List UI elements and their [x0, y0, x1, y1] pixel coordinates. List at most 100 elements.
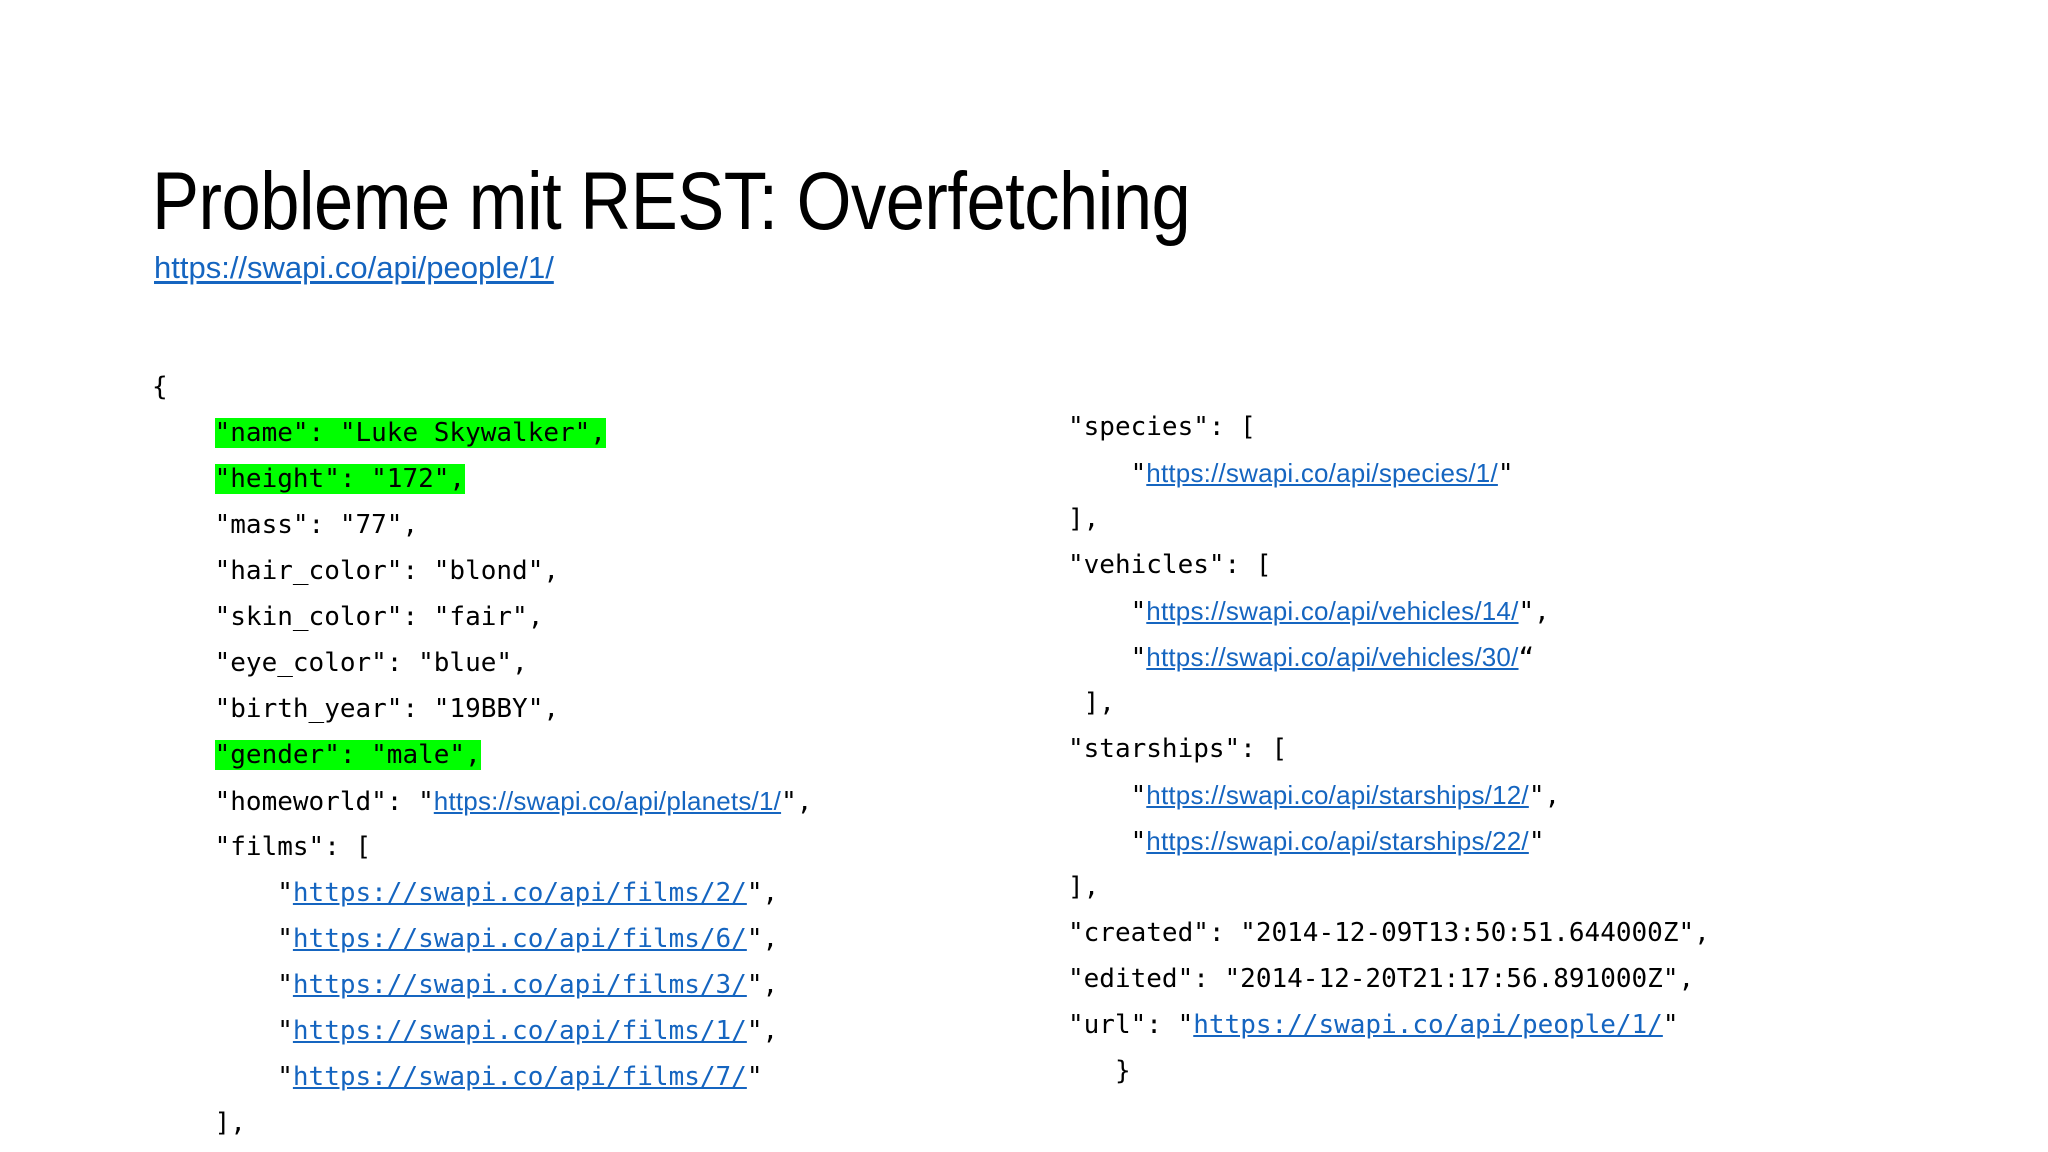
code-punctuation: " — [1528, 827, 1545, 857]
code-text: ], — [1068, 688, 1115, 718]
code-punctuation: " — [277, 878, 293, 908]
code-line: "created": "2014-12-09T13:50:51.644000Z"… — [1068, 910, 1710, 956]
json-value-link[interactable]: https://swapi.co/api/species/1/ — [1146, 458, 1498, 488]
code-line: { — [152, 364, 812, 410]
code-text: "starships": [ — [1068, 734, 1288, 764]
json-value-link[interactable]: https://swapi.co/api/starships/22/ — [1146, 826, 1529, 856]
code-text: "https://swapi.co/api/vehicles/30/“ — [1130, 642, 1535, 673]
code-text: "https://swapi.co/api/films/6/", — [277, 924, 778, 954]
json-value-link[interactable]: https://swapi.co/api/films/6/ — [292, 924, 747, 954]
code-line: ], — [152, 1100, 812, 1146]
code-line: "hair_color": "blond", — [152, 548, 812, 594]
code-punctuation: " — [1130, 459, 1147, 489]
json-code-right-column: "species": [ "https://swapi.co/api/speci… — [1068, 404, 1710, 1094]
code-line: "eye_color": "blue", — [152, 640, 812, 686]
code-line: "starships": [ — [1068, 726, 1710, 772]
code-punctuation: ", — [1528, 781, 1561, 811]
code-line: "https://swapi.co/api/films/3/", — [152, 962, 812, 1008]
code-line: "https://swapi.co/api/starships/12/", — [1068, 772, 1710, 818]
json-value-link[interactable]: https://swapi.co/api/starships/12/ — [1146, 780, 1529, 810]
json-value-link[interactable]: https://swapi.co/api/vehicles/14/ — [1146, 596, 1519, 626]
code-line: } — [1068, 1048, 1710, 1094]
code-text: "eye_color": "blue", — [214, 648, 528, 678]
code-line: "edited": "2014-12-20T21:17:56.891000Z", — [1068, 956, 1710, 1002]
json-code-left-column: { "name": "Luke Skywalker", "height": "1… — [152, 364, 812, 1146]
code-punctuation: " — [746, 1062, 763, 1092]
code-text: "skin_color": "fair", — [214, 602, 544, 632]
code-punctuation: " — [277, 1062, 293, 1092]
code-line: "https://swapi.co/api/films/1/", — [152, 1008, 812, 1054]
code-punctuation: ", — [746, 1016, 779, 1046]
code-punctuation: " — [1662, 1010, 1679, 1040]
code-line: "species": [ — [1068, 404, 1710, 450]
code-punctuation: " — [277, 1016, 293, 1046]
json-value-link[interactable]: https://swapi.co/api/vehicles/30/ — [1146, 642, 1519, 672]
code-punctuation: " — [277, 924, 293, 954]
page-title: Probleme mit REST: Overfetching — [152, 155, 1191, 247]
code-punctuation: "homeworld": " — [214, 787, 434, 817]
code-text: ], — [1068, 504, 1100, 534]
code-line: "homeworld": "https://swapi.co/api/plane… — [152, 778, 813, 824]
code-text: "vehicles": [ — [1068, 550, 1272, 580]
code-text: "edited": "2014-12-20T21:17:56.891000Z", — [1068, 964, 1695, 994]
code-text: "https://swapi.co/api/vehicles/14/", — [1130, 596, 1550, 627]
json-value-link[interactable]: https://swapi.co/api/planets/1/ — [433, 786, 782, 816]
code-text: "https://swapi.co/api/films/2/", — [277, 878, 778, 908]
code-text: "mass": "77", — [214, 510, 419, 540]
code-line: "gender": "male", — [152, 732, 812, 778]
code-line: "birth_year": "19BBY", — [152, 686, 812, 732]
highlighted-field: "gender": "male", — [214, 740, 481, 770]
code-punctuation: " — [1497, 459, 1514, 489]
code-punctuation: " — [1130, 643, 1147, 673]
code-line: ], — [1068, 864, 1710, 910]
code-line: "films": [ — [152, 824, 812, 870]
code-text: "https://swapi.co/api/species/1/" — [1130, 458, 1514, 489]
code-punctuation: " — [277, 970, 293, 1000]
code-punctuation: ", — [746, 924, 779, 954]
json-value-link[interactable]: https://swapi.co/api/films/3/ — [292, 970, 747, 1000]
code-line: "https://swapi.co/api/films/6/", — [152, 916, 812, 962]
code-line: "https://swapi.co/api/starships/22/" — [1068, 818, 1710, 864]
code-text: "https://swapi.co/api/films/1/", — [277, 1016, 778, 1046]
code-line: "https://swapi.co/api/species/1/" — [1068, 450, 1710, 496]
code-text: "created": "2014-12-09T13:50:51.644000Z"… — [1068, 918, 1710, 948]
code-line: ], — [1068, 496, 1710, 542]
code-line: ], — [1068, 680, 1710, 726]
highlighted-field: "name": "Luke Skywalker", — [214, 418, 606, 448]
code-text: { — [152, 372, 168, 402]
code-line: "https://swapi.co/api/films/7/" — [152, 1054, 812, 1100]
code-punctuation: “ — [1518, 643, 1535, 673]
code-line: "https://swapi.co/api/vehicles/14/", — [1068, 588, 1710, 634]
code-text: "species": [ — [1068, 412, 1256, 442]
json-value-link[interactable]: https://swapi.co/api/people/1/ — [1193, 1010, 1663, 1040]
code-text: "birth_year": "19BBY", — [214, 694, 559, 724]
json-value-link[interactable]: https://swapi.co/api/films/1/ — [292, 1016, 747, 1046]
code-line: "url": "https://swapi.co/api/people/1/" — [1068, 1002, 1710, 1048]
code-text: "https://swapi.co/api/films/3/", — [277, 970, 778, 1000]
code-text: } — [1114, 1056, 1131, 1086]
code-punctuation: "url": " — [1068, 1010, 1194, 1040]
code-line: "https://swapi.co/api/films/2/", — [152, 870, 812, 916]
code-text: ], — [214, 1108, 246, 1138]
highlighted-field: "height": "172", — [214, 464, 466, 494]
subtitle-link-container: https://swapi.co/api/people/1/ — [154, 249, 554, 286]
code-punctuation: " — [1130, 827, 1147, 857]
swapi-people-link[interactable]: https://swapi.co/api/people/1/ — [154, 250, 554, 285]
code-text: "https://swapi.co/api/films/7/" — [277, 1062, 762, 1092]
code-text: "https://swapi.co/api/starships/22/" — [1130, 826, 1545, 857]
json-value-link[interactable]: https://swapi.co/api/films/2/ — [292, 878, 747, 908]
code-punctuation: " — [1130, 781, 1147, 811]
code-text: "url": "https://swapi.co/api/people/1/" — [1068, 1010, 1679, 1040]
code-punctuation: ", — [781, 787, 813, 817]
code-text: "films": [ — [214, 832, 372, 862]
code-line: "height": "172", — [152, 456, 812, 502]
json-value-link[interactable]: https://swapi.co/api/films/7/ — [292, 1062, 747, 1092]
code-line: "vehicles": [ — [1068, 542, 1710, 588]
code-line: "mass": "77", — [152, 502, 812, 548]
code-punctuation: " — [1130, 597, 1147, 627]
code-text: "hair_color": "blond", — [214, 556, 559, 586]
code-line: "name": "Luke Skywalker", — [152, 410, 812, 456]
code-punctuation: ", — [1518, 597, 1550, 627]
code-text: "https://swapi.co/api/starships/12/", — [1130, 780, 1561, 811]
